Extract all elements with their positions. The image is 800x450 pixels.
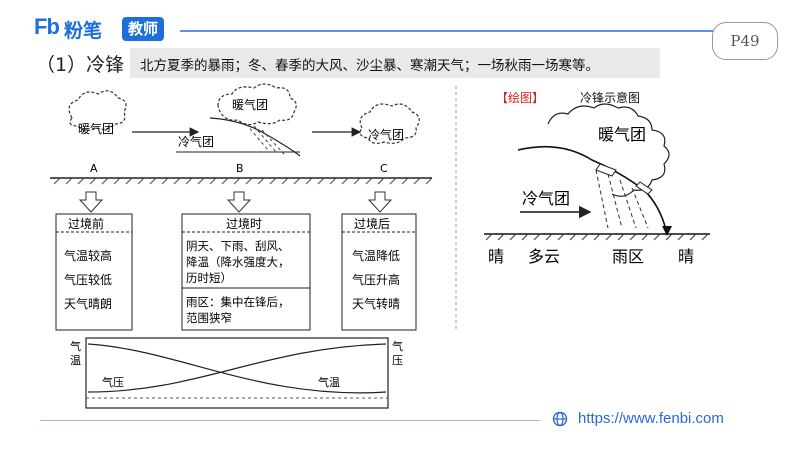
logo-brand: 粉笔 [64, 20, 103, 42]
axis-left-char-1: 气 [70, 339, 81, 353]
stage-label-b: B [236, 162, 244, 175]
website-link[interactable]: https://www.fenbi.com [578, 410, 724, 427]
stage-label-a: A [90, 162, 98, 175]
before-box [55, 213, 133, 331]
section-title: （1）冷锋 [36, 54, 125, 76]
right-caption: 冷锋示意图 [580, 90, 640, 105]
before-line-3: 天气晴朗 [64, 296, 112, 311]
ground-label-sunny-1: 晴 [488, 247, 504, 266]
down-arrow-icon [78, 191, 104, 213]
down-arrow-icon [367, 191, 393, 213]
warm-cloud-icon [547, 103, 670, 197]
cloud-c-icon [359, 103, 420, 144]
fenbi-logo: Fb 粉笔 教师 [34, 14, 174, 44]
ground-label-cloudy: 多云 [528, 247, 560, 266]
rain-line [607, 173, 623, 229]
front-surface-b [209, 117, 301, 157]
right-warm-air-label: 暖气团 [598, 125, 646, 144]
rising-air-arrow-icon [635, 181, 653, 195]
warm-air-label-a: 暖气团 [78, 121, 114, 136]
ground-hatching [53, 177, 433, 185]
logo-mark: Fb [34, 14, 60, 39]
during-extra-1: 雨区：集中在锋后， [186, 295, 290, 309]
cloud-a-icon [68, 90, 127, 132]
down-arrow-icon [226, 191, 252, 213]
logo-badge: 教师 [122, 17, 165, 41]
draw-tag: 【绘图】 [496, 90, 544, 105]
stage-label-c: C [380, 162, 388, 175]
before-line-1: 气温较高 [64, 248, 112, 263]
right-ground-hatching [485, 233, 709, 241]
after-title: 过境后 [354, 216, 390, 231]
page-number: P49 [712, 22, 778, 60]
cloud-b-icon [217, 83, 297, 126]
examples-box [130, 48, 660, 78]
footer-divider [40, 420, 540, 421]
before-title: 过境前 [68, 216, 104, 231]
ground-label-rain: 雨区 [612, 247, 644, 266]
after-box [341, 213, 417, 331]
examples-text: 北方夏季的暴雨；冬、春季的大风、沙尘暴、寒潮天气；一场秋雨一场寒等。 [140, 58, 599, 74]
during-line-3: 历时短） [186, 271, 232, 285]
globe-icon [552, 411, 568, 427]
rain-line-b [245, 123, 269, 151]
curve-label-pressure: 气压 [102, 375, 124, 389]
curve-label-temperature: 气温 [318, 375, 340, 389]
axis-right-char-1: 气 [392, 339, 403, 353]
after-line-2: 气压升高 [352, 272, 400, 287]
before-line-2: 气压较低 [64, 272, 112, 287]
during-extra-2: 范围狭窄 [186, 311, 232, 325]
axis-right-char-2: 压 [392, 354, 403, 367]
axis-left-char-2: 温 [70, 354, 81, 367]
curve-chart-frame [85, 337, 389, 409]
rain-line [631, 187, 649, 229]
cold-air-label-c: 冷气团 [368, 127, 404, 142]
during-box [181, 213, 311, 331]
rain-line [619, 179, 637, 229]
rain-line [595, 169, 609, 229]
during-line-1: 阴天、下雨、刮风、 [186, 239, 290, 253]
rising-air-arrow-icon [595, 163, 617, 177]
cold-air-label-b: 冷气团 [178, 134, 214, 149]
cold-front-surface [517, 145, 667, 231]
during-line-2: 降温（降水强度大， [186, 255, 290, 269]
right-cold-air-label: 冷气团 [522, 189, 570, 208]
header-divider [180, 30, 740, 32]
temperature-curve [87, 343, 387, 394]
after-line-3: 天气转晴 [352, 296, 400, 311]
during-title: 过境时 [226, 216, 262, 231]
pressure-curve [87, 343, 387, 393]
warm-air-label-b: 暖气团 [232, 97, 268, 112]
front-symbol-icon [662, 226, 672, 236]
after-line-1: 气温降低 [352, 248, 400, 263]
ground-label-sunny-2: 晴 [678, 247, 694, 266]
